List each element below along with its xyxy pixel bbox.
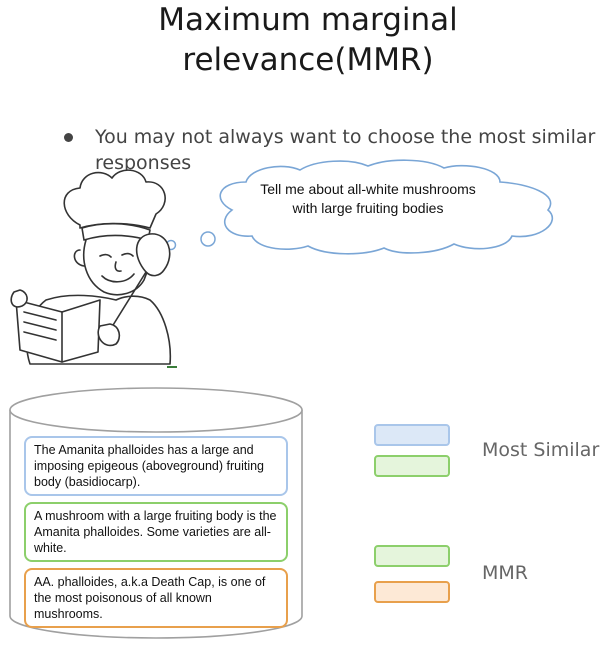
legend-box-most-similar-green — [374, 455, 450, 477]
cylinder-top — [9, 387, 303, 433]
legend-box-mmr-orange — [374, 581, 450, 603]
legend-box-most-similar-blue — [374, 424, 450, 446]
bullet-text: You may not always want to choose the mo… — [95, 126, 596, 174]
slide-title: Maximum marginal relevance(MMR) — [0, 0, 616, 80]
thought-cloud-icon — [219, 159, 554, 255]
document-card-1: The Amanita phalloides has a large and i… — [24, 436, 288, 496]
document-card-1-text: The Amanita phalloides has a large and i… — [34, 443, 265, 489]
slide-title-line-2: relevance(MMR) — [182, 42, 434, 78]
bullet-point: You may not always want to choose the mo… — [64, 124, 604, 176]
slide-title-line-1: Maximum marginal — [158, 2, 458, 38]
thought-trail-large-icon — [200, 231, 216, 247]
legend-label-mmr: MMR — [482, 562, 528, 584]
document-card-2: A mushroom with a large fruiting body is… — [24, 502, 288, 562]
bullet-dot-icon — [64, 133, 73, 142]
document-card-3: AA. phalloides, a.k.a Death Cap, is one … — [24, 568, 288, 628]
chef-illustration-icon — [10, 169, 172, 365]
document-card-2-text: A mushroom with a large fruiting body is… — [34, 509, 277, 555]
legend-label-most-similar: Most Similar — [482, 439, 600, 461]
marker-icon — [167, 366, 177, 368]
thought-query-text: Tell me about all-white mushrooms with l… — [260, 181, 476, 216]
legend-box-mmr-green — [374, 545, 450, 567]
document-card-3-text: AA. phalloides, a.k.a Death Cap, is one … — [34, 575, 266, 621]
